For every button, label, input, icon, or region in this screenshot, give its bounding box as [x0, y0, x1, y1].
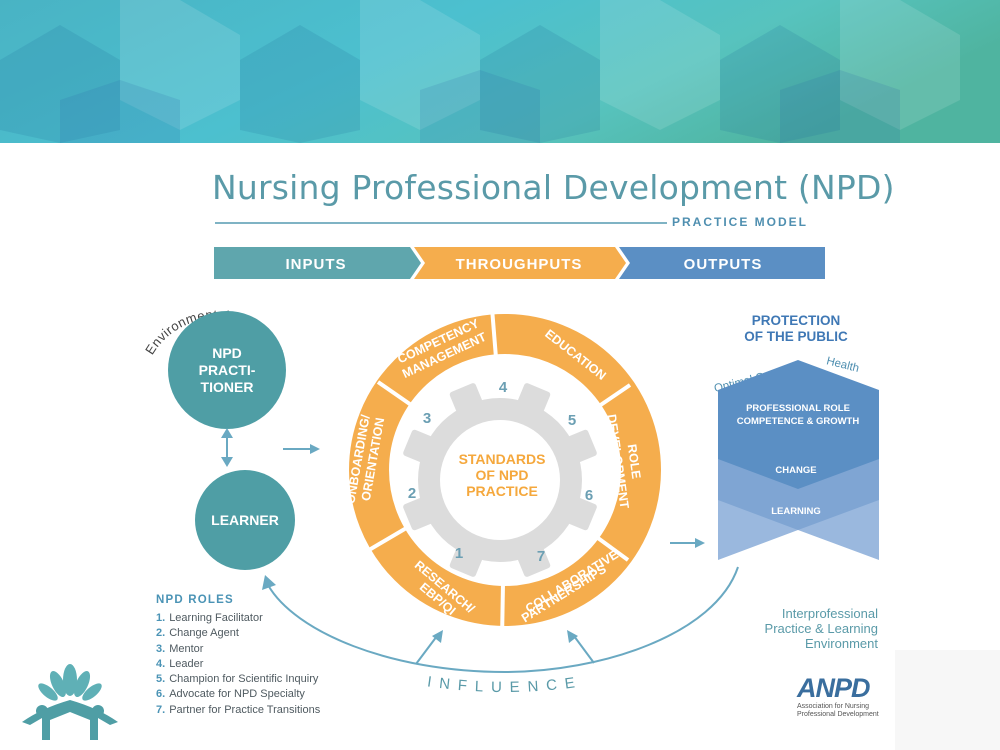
page-edge-fragment	[895, 650, 1000, 750]
health-label: Health	[825, 355, 860, 375]
environment-line1: Interprofessional	[781, 606, 878, 621]
throughputs-ring	[349, 314, 661, 626]
list-item: 3.Mentor	[156, 642, 204, 655]
tree-people-logo-icon	[22, 664, 118, 740]
influence-arc	[262, 566, 739, 674]
list-item: 1.Learning Facilitator	[156, 612, 263, 624]
list-item: 4.Leader	[156, 657, 204, 670]
two-way-arrow-icon	[221, 428, 233, 467]
inputs-label: INPUTS	[285, 256, 346, 273]
segment-role-line1: ROLE	[625, 443, 644, 479]
output-arrow-icon	[670, 538, 705, 548]
throughputs-label: THROUGHPUTS	[456, 256, 583, 273]
gear-number-7: 7	[537, 548, 545, 565]
anpd-sub-line2: Professional Development	[797, 711, 879, 718]
anpd-logo: ANPD	[797, 673, 871, 703]
gear-number-6: 6	[585, 487, 593, 504]
chevron-professional-role	[718, 360, 879, 489]
outputs-label: OUTPUTS	[684, 256, 763, 273]
protection-line2: OF THE PUBLIC	[744, 329, 848, 344]
protection-line1: PROTECTION	[752, 313, 841, 328]
phase-bar: INPUTS THROUGHPUTS OUTPUTS	[214, 247, 825, 279]
npd-roles-heading: NPD ROLES	[156, 594, 234, 606]
page-subtitle: PRACTICE MODEL	[672, 215, 808, 229]
gear-center-line2: OF NPD	[476, 467, 529, 483]
chevron-change-label: CHANGE	[775, 465, 816, 476]
gear-number-3: 3	[423, 410, 431, 427]
npd-practitioner-line1: NPD	[212, 345, 242, 361]
learner-label: LEARNER	[211, 512, 279, 528]
environment-line3: Environment	[805, 636, 878, 651]
gear-number-5: 5	[568, 412, 576, 429]
gear-number-1: 1	[455, 545, 463, 562]
gear-center-line1: STANDARDS	[459, 451, 546, 467]
input-arrow-icon	[283, 444, 320, 454]
banner-hexagon-pattern	[0, 0, 1000, 143]
header-banner	[0, 0, 1000, 143]
inputs-phase	[214, 247, 421, 279]
title-divider	[215, 222, 667, 224]
chevron-professional-line2: COMPETENCE & GROWTH	[737, 416, 860, 427]
npd-practitioner-line2: PRACTI-	[199, 362, 256, 378]
list-item: 2.Change Agent	[156, 627, 239, 640]
list-item: 6.Advocate for NPD Specialty	[156, 688, 305, 701]
environment-line2: Practice & Learning	[764, 621, 878, 636]
gear-center-line3: PRACTICE	[466, 483, 538, 499]
npd-practitioner-line3: TIONER	[201, 379, 254, 395]
anpd-sub-line1: Association for Nursing	[797, 703, 869, 710]
throughputs-phase	[414, 247, 626, 279]
list-item: 5.Champion for Scientific Inquiry	[156, 673, 319, 686]
list-item: 7.Partner for Practice Transitions	[156, 703, 321, 716]
outputs-phase	[619, 247, 825, 279]
chevron-professional-line1: PROFESSIONAL ROLE	[746, 403, 850, 414]
npd-practitioner-circle	[168, 311, 286, 429]
gear-number-2: 2	[408, 485, 416, 502]
npd-roles-list: 1.Learning Facilitator 2.Change Agent 3.…	[156, 611, 320, 718]
gear-number-4: 4	[499, 379, 508, 396]
anpd-logo-subtitle: Association for Nursing Professional Dev…	[797, 703, 879, 719]
page-title: Nursing Professional Development (NPD)	[212, 168, 895, 207]
influence-label: INFLUENCE	[426, 673, 584, 696]
gear-icon	[403, 383, 597, 577]
chevron-learning-label: LEARNING	[771, 506, 821, 517]
environment-label: Interprofessional Practice & Learning En…	[728, 606, 878, 651]
learner-circle	[195, 470, 295, 570]
